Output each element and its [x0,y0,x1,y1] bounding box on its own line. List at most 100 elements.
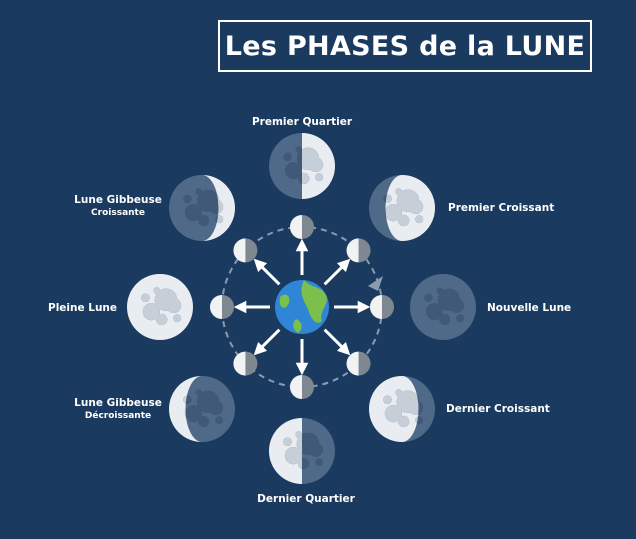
crater-dark [449,298,465,313]
continent [293,319,302,333]
crater-lit [408,199,424,214]
crater-dark [456,314,465,323]
crater-lit [315,173,324,182]
crater-dark [315,458,324,467]
crater-dark [439,313,451,326]
orbit-moon [290,215,314,239]
label-pleine-lune: Pleine Lune [48,302,117,315]
orbit-moon-lit-half [346,351,359,376]
label-premier-croissant: Premier Croissant [448,202,554,215]
craters-lit [385,188,424,227]
orbit-moon [346,351,371,376]
sunlight-arrow [323,328,351,356]
crater-dark [295,146,303,153]
crater-lit [142,303,160,321]
crater-lit [383,395,392,405]
orbit-moon-lit-half [210,295,222,319]
crater-dark [424,293,433,303]
orbit-moon-lit-half [233,238,246,263]
label-dernier-quartier: Dernier Quartier [257,493,355,506]
orbit-moon-lit-half [346,238,359,263]
label-nouvelle-lune: Nouvelle Lune [487,302,571,315]
crater-lit [284,447,302,465]
continent [279,294,290,308]
crater-lit [166,298,182,313]
label-premier-quartier: Premier Quartier [252,116,352,129]
craters [424,287,465,326]
crater-dark [283,152,292,162]
crater-lit [398,214,410,227]
crater-lit [283,437,292,447]
crater-dark [198,214,210,227]
crater-lit [395,389,403,396]
craters-lit [383,389,419,428]
label-text: Pleine Lune [48,302,118,314]
phase-moons [127,133,476,484]
orbit-moon [233,238,258,263]
crater-lit [295,431,302,438]
moon-pleine-lune [127,274,193,340]
sunlight-arrow [253,328,281,356]
label-text: Dernier Croissant [446,403,550,415]
moon-dernier-croissant [369,376,435,442]
crater-dark [425,303,444,321]
label-sub: Décroissante [84,411,152,421]
crater-lit [156,313,168,326]
crater-lit [298,457,302,470]
orbit-moon [370,295,394,319]
moon-lit-face [169,376,202,442]
orbit-direction-arrowhead [368,276,383,291]
crater-lit [385,194,392,204]
label-lune-gibbeuse-croissante: Lune Gibbeuse Croissante [74,194,162,220]
sunlight-arrow [253,258,281,286]
crater-lit [385,204,403,222]
crater-dark [195,188,202,195]
crater-lit [153,287,160,294]
orbit-moon-lit-half [290,215,302,239]
crater-dark [195,389,202,396]
earth-continents [279,280,327,333]
continent [301,280,327,323]
crater-dark [183,194,192,204]
orbit-moons [210,215,394,399]
crater-lit [408,400,419,415]
label-sub: Croissante [91,208,145,218]
page-title: Les PHASES de la LUNE [224,30,586,62]
label-text: Premier Quartier [251,116,353,128]
orbit-moon [290,375,314,399]
crater-lit [415,215,424,224]
crater-lit [384,405,403,423]
sunlight-arrow [323,258,351,286]
label-text: Dernier Quartier [257,493,355,505]
crater-lit [395,188,403,195]
label-lune-gibbeuse-decroissante: Lune Gibbeuse Décroissante [74,397,162,423]
crater-dark [184,405,202,423]
crater-dark [308,442,324,457]
orbit-moon [233,351,258,376]
orbit-moon-lit-half [370,295,382,319]
sunlight-arrows [233,238,371,376]
moon-lune-gibbeuse-croissante [169,175,235,241]
crater-lit [308,157,324,172]
crater-dark [215,416,224,425]
orbit-moon-lit-half [290,375,302,399]
label-text: Nouvelle Lune [487,302,572,314]
moon-premier-quartier [269,133,335,199]
label-text: Premier Croissant [448,202,555,214]
label-text: Lune Gibbeuse [74,397,162,409]
crater-lit [173,314,182,323]
crater-dark [208,400,224,415]
orbit-moon [210,295,234,319]
craters-lit [302,146,324,185]
label-text: Lune Gibbeuse [74,194,162,206]
crater-dark [436,287,444,294]
moon-lit-face [269,418,302,484]
craters-lit [141,287,182,326]
crater-dark [198,415,210,428]
orbit-moon [346,238,371,263]
crater-dark [184,204,202,222]
moon-dernier-quartier-bottom [269,418,335,484]
crater-lit [141,293,150,303]
